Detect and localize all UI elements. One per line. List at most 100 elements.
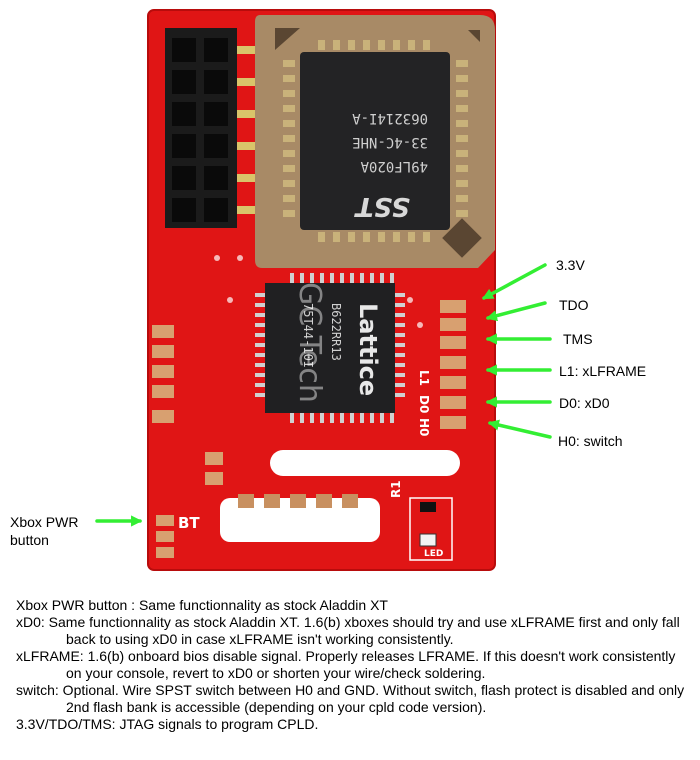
slot-pad [342,494,358,508]
slot-pad [316,494,332,508]
header-hole [172,38,196,62]
pad-label-l1: L1 [417,370,431,386]
left-pads [152,325,223,558]
socket-pin [408,40,415,50]
header-pin [237,46,259,54]
socket-pin [283,75,295,82]
bt-pad [156,531,174,542]
slot-pad [290,494,306,508]
socket-pin [283,120,295,127]
socket-pin [456,120,468,127]
socket-pin [283,150,295,157]
silk-bt: BT [178,514,200,532]
socket-pin [333,232,340,242]
cpld-pin [360,273,364,283]
cpld-pin [390,413,394,423]
header-hole [204,102,228,126]
cpld-pin [350,273,354,283]
header-pin [237,78,259,86]
right-pad [440,376,466,389]
header-pin [237,174,259,182]
header-hole [172,70,196,94]
cpld-pin [395,343,405,347]
socket-pin [283,210,295,217]
socket-pin [333,40,340,50]
socket-pin [456,165,468,172]
resistor [420,502,436,512]
header-hole [172,102,196,126]
socket-pin [456,210,468,217]
flash-chip: SST 49LF020A 33-4C-NHE 063214I-A [300,52,450,230]
socket-pin [456,195,468,202]
socket-pin [283,60,295,67]
socket-pin [456,150,468,157]
board-photo: SST 49LF020A 33-4C-NHE 063214I-A Lattice… [95,9,552,571]
cpld-pin [330,413,334,423]
header-hole [204,70,228,94]
pad-label-h0: H0 [417,418,431,436]
label-d0: D0: xD0 [559,395,610,411]
cpld-pin [340,273,344,283]
socket-pin [423,40,430,50]
label-pwr-2: button [10,532,49,548]
cpld-pin [300,413,304,423]
left-pad [152,365,174,378]
label-tms: TMS [563,331,593,347]
right-pad [440,396,466,409]
pad-label-d0: D0 [417,395,431,413]
cpld-pin [255,353,265,357]
socket-pin [348,232,355,242]
cpld-pin [290,413,294,423]
bt-pad [156,547,174,558]
socket-pin [393,232,400,242]
cpld-pin [255,393,265,397]
flash-line-1: 063214I-A [352,110,428,126]
socket-pin [283,105,295,112]
desc-xlframe: xLFRAME: 1.6(b) onboard bios disable sig… [16,648,676,681]
socket-pin [318,232,325,242]
slot-pad [238,494,254,508]
socket-pin [283,90,295,97]
right-pad [440,318,466,331]
left-pad [152,345,174,358]
label-3v3: 3.3V [556,257,585,273]
header-hole [204,38,228,62]
header-hole [204,134,228,158]
cpld-pin [395,323,405,327]
socket-pin [456,105,468,112]
cpld-pin [395,353,405,357]
cpld-pin [395,293,405,297]
socket-pin [283,165,295,172]
left-pad [152,385,174,398]
cpld-pin [395,313,405,317]
slot-pad [264,494,280,508]
flash-line-3: 49LF020A [360,158,428,174]
desc-switch: switch: Optional. Wire SPST switch betwe… [16,682,685,715]
arrow-tdo [485,301,547,322]
cpld-chip: Lattice B622RR13 75T44-10I [255,273,405,423]
desc-pwr: Xbox PWR button : Same functionnality as… [16,597,388,613]
label-tdo: TDO [559,297,589,313]
socket-pin [456,60,468,67]
header-hole [204,198,228,222]
cpld-pin [395,333,405,337]
cpld-pin [255,373,265,377]
cpld-pin [370,413,374,423]
cpld-pin [310,273,314,283]
cpld-line-2: 75T44-10I [301,303,315,368]
arrow-h0 [487,419,552,439]
header-pin [237,206,259,214]
header-pin [237,142,259,150]
right-pad [440,356,466,369]
label-h0: H0: switch [558,433,623,449]
cpld-pin [255,363,265,367]
cpld-pin [380,413,384,423]
socket-pin [283,135,295,142]
header-hole [172,198,196,222]
cpld-line-1: B622RR13 [329,303,343,361]
socket-pin [456,75,468,82]
flash-line-2: 33-4C-NHE [352,134,428,150]
cpld-pin [395,393,405,397]
desc-xd0: xD0: Same functionnality as stock Aladdi… [16,614,680,647]
description: Xbox PWR button : Same functionnality as… [16,597,691,733]
